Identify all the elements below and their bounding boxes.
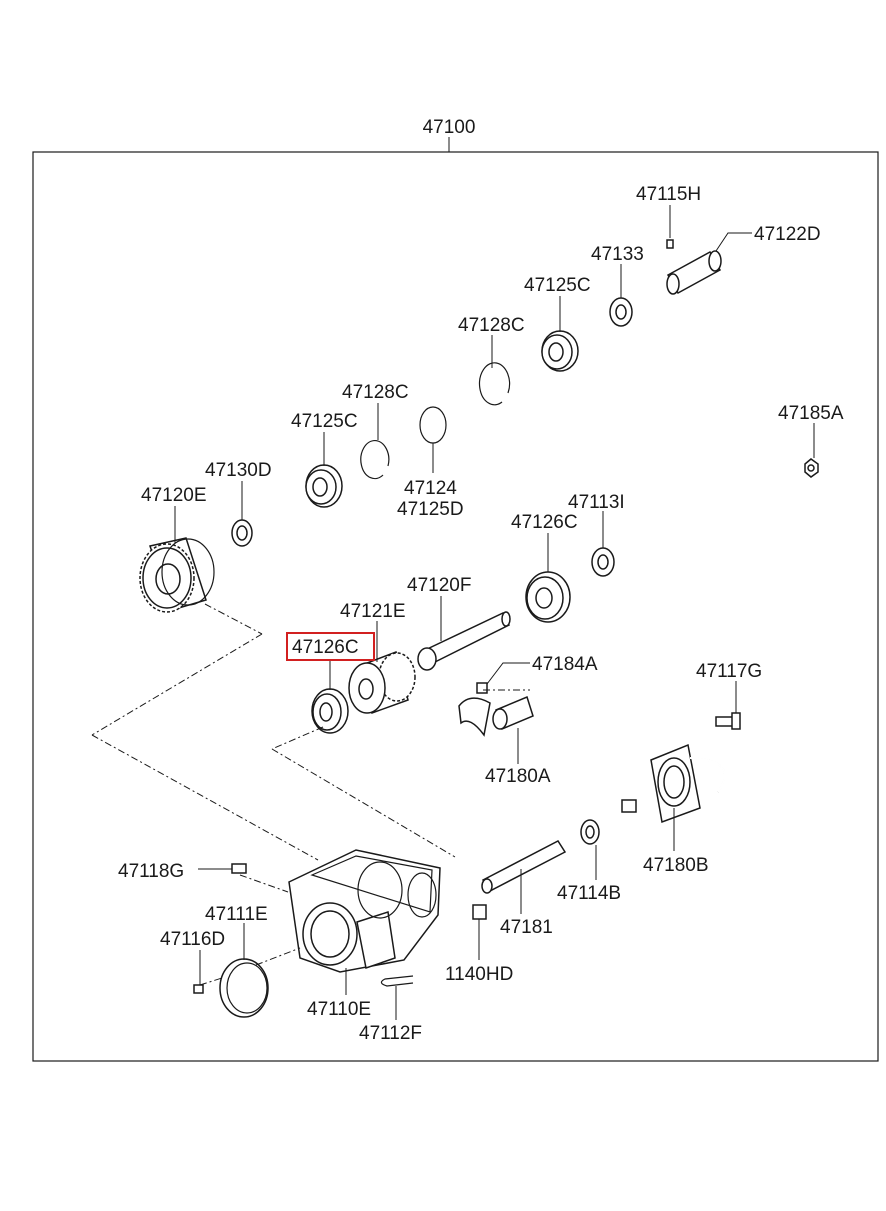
part-47110E-housing[interactable] — [288, 849, 441, 973]
label-47113I: 47113I — [568, 492, 625, 513]
label-47180A: 47180A — [485, 766, 551, 787]
label-47117G: 47117G — [696, 661, 762, 682]
part-47180B-flange-housing[interactable] — [650, 743, 726, 824]
label-47125C-upper: 47125C — [524, 275, 591, 296]
label-47180B: 47180B — [643, 855, 709, 876]
label-47125C-lower: 47125C — [291, 411, 358, 432]
label-47126C-highlighted: 47126C — [292, 637, 359, 658]
assembly-dashed-lines — [91, 603, 530, 986]
label-47126C-upper: 47126C — [511, 512, 578, 533]
part-47126C-bearing-upper[interactable] — [525, 571, 571, 623]
label-47125D: 47125D — [397, 499, 464, 520]
label-47133: 47133 — [591, 244, 644, 265]
part-47130D-washer[interactable] — [231, 519, 253, 547]
part-47111E-cover[interactable] — [219, 958, 269, 1018]
leader-lines — [174, 205, 815, 1020]
part-47184A-screw[interactable] — [476, 682, 488, 694]
label-47116D: 47116D — [160, 929, 225, 950]
label-47111E: 47111E — [205, 904, 268, 925]
label-47121E: 47121E — [340, 601, 406, 622]
assembly-label: 47100 — [423, 117, 476, 138]
part-47128C-snap-ring-lower[interactable] — [360, 439, 390, 480]
part-47125C-bearing-lower[interactable] — [305, 464, 343, 508]
label-47128C-lower: 47128C — [342, 382, 409, 403]
part-47117G-bolt[interactable] — [715, 712, 741, 730]
label-47120F: 47120F — [407, 575, 471, 596]
label-47185A: 47185A — [778, 403, 844, 424]
part-47112F-clip[interactable] — [380, 975, 414, 987]
label-47181: 47181 — [500, 917, 553, 938]
label-47130D: 47130D — [205, 460, 272, 481]
part-plug-small[interactable] — [621, 799, 637, 813]
part-47133-seal[interactable] — [609, 297, 633, 327]
part-47120F-shaft[interactable] — [417, 611, 511, 671]
label-47124: 47124 — [404, 478, 457, 499]
label-47118G: 47118G — [118, 861, 184, 882]
part-47124-ring[interactable] — [419, 406, 447, 444]
part-47126C-bearing-lower[interactable] — [311, 688, 349, 734]
part-47121E-hub-gear[interactable] — [348, 650, 416, 714]
part-47115H-screw[interactable] — [666, 239, 674, 249]
part-47128C-snap-ring-upper[interactable] — [478, 362, 511, 406]
label-47112F: 47112F — [359, 1023, 422, 1044]
label-47114B: 47114B — [557, 883, 621, 904]
label-47110E: 47110E — [307, 999, 371, 1020]
part-47185A-nut[interactable] — [804, 458, 819, 478]
highlight-box-47126C — [286, 632, 375, 661]
label-47120E: 47120E — [141, 485, 207, 506]
part-47116D-bolt[interactable] — [193, 984, 204, 994]
label-1140HD: 1140HD — [445, 964, 513, 985]
label-47115H: 47115H — [636, 184, 701, 205]
part-47181-rod[interactable] — [481, 840, 567, 894]
part-1140HD-plug[interactable] — [472, 904, 487, 920]
label-47184A: 47184A — [532, 654, 598, 675]
part-47118G-pin[interactable] — [231, 863, 247, 874]
part-47113I-washer[interactable] — [591, 547, 615, 577]
assembly-frame — [32, 151, 879, 1062]
part-47114B-washer[interactable] — [580, 819, 600, 845]
part-47180A-fork[interactable] — [458, 695, 534, 737]
part-47125C-bearing-upper[interactable] — [541, 330, 579, 372]
label-47128C-upper: 47128C — [458, 315, 525, 336]
label-47122D: 47122D — [754, 224, 821, 245]
part-47122D-sleeve[interactable] — [666, 250, 722, 295]
part-47120E-gear[interactable] — [139, 537, 215, 613]
